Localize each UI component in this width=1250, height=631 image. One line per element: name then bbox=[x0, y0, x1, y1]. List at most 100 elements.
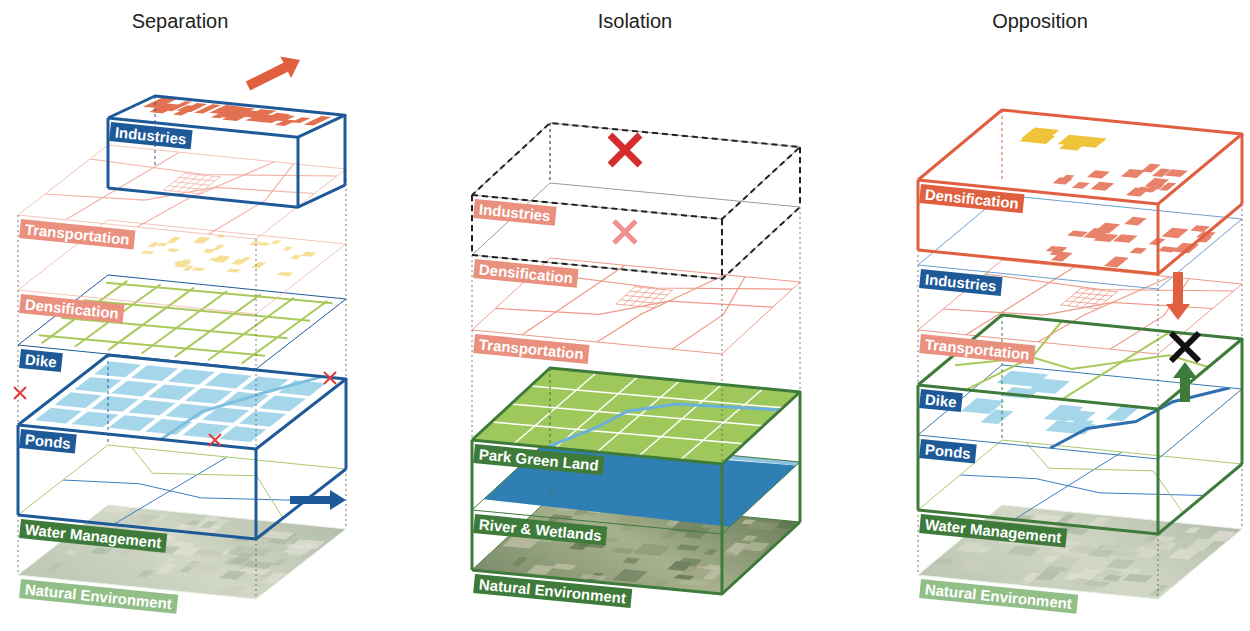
layer-name: Ponds bbox=[24, 430, 71, 452]
photo-patch bbox=[661, 531, 679, 539]
road-line bbox=[635, 287, 672, 291]
photo-patch bbox=[1063, 573, 1082, 580]
photo-patch bbox=[741, 535, 758, 541]
photo-patch bbox=[527, 565, 555, 575]
layer-name: Dike bbox=[924, 390, 957, 410]
box-edge bbox=[1157, 204, 1160, 274]
building-block bbox=[301, 252, 317, 257]
building-block bbox=[1072, 182, 1090, 189]
photo-patch bbox=[676, 544, 701, 551]
pond-cell bbox=[55, 392, 102, 408]
layer-name: Densification bbox=[24, 295, 119, 321]
cross-mark bbox=[614, 221, 636, 243]
building-block bbox=[1090, 182, 1114, 191]
photo-patch bbox=[1102, 575, 1123, 582]
block-arrow bbox=[246, 56, 300, 90]
column-heading: Separation bbox=[132, 10, 229, 33]
layer-content bbox=[930, 316, 1242, 409]
layer-tag: Industries bbox=[473, 199, 556, 226]
box-edge bbox=[918, 315, 1242, 409]
photo-patch bbox=[932, 558, 954, 565]
box-edge bbox=[1002, 110, 1003, 180]
factory-block bbox=[1104, 256, 1129, 267]
photo-patch bbox=[1146, 541, 1163, 547]
road-line bbox=[1071, 297, 1107, 301]
pond-cell bbox=[72, 411, 119, 427]
box-edge bbox=[1002, 315, 1003, 440]
pond-cell bbox=[111, 381, 158, 397]
box-edge bbox=[1241, 134, 1244, 204]
photo-patch bbox=[136, 514, 160, 520]
pond-cell bbox=[1053, 409, 1096, 422]
layer-tag: Ponds bbox=[19, 429, 76, 454]
leader-line bbox=[256, 239, 257, 599]
photo-patch bbox=[1084, 580, 1110, 587]
photo-patch bbox=[676, 558, 702, 567]
road-line bbox=[630, 291, 668, 295]
photo-patch bbox=[226, 546, 249, 556]
layer-outline bbox=[18, 275, 346, 369]
photo-patch bbox=[747, 521, 780, 530]
dike-line bbox=[106, 281, 332, 306]
water-line bbox=[967, 442, 1242, 513]
dike-line bbox=[39, 333, 265, 358]
photo-patch bbox=[64, 550, 78, 555]
building-block bbox=[1087, 170, 1110, 178]
group-box bbox=[472, 368, 800, 594]
layer-content bbox=[125, 229, 329, 280]
photo-patch bbox=[127, 550, 147, 557]
photo-patch bbox=[1067, 545, 1099, 554]
road-line bbox=[174, 182, 210, 186]
column-heading: Isolation bbox=[598, 10, 673, 33]
water-line bbox=[69, 447, 346, 518]
leader-line bbox=[918, 180, 919, 575]
photo-patch bbox=[613, 569, 648, 582]
building-block bbox=[226, 268, 241, 272]
water-line bbox=[113, 455, 227, 527]
layer-name: Dike bbox=[24, 350, 57, 370]
group-boxes bbox=[18, 96, 1242, 594]
building-block bbox=[282, 247, 292, 251]
canal-line bbox=[161, 369, 322, 446]
park-grid bbox=[492, 420, 744, 446]
building-block bbox=[148, 242, 160, 247]
road-line bbox=[1066, 301, 1102, 305]
layer-name: Industries bbox=[114, 123, 187, 147]
layer-tag: Dike bbox=[919, 389, 962, 412]
road-line bbox=[179, 177, 215, 181]
group-box bbox=[472, 123, 800, 279]
park-grid bbox=[639, 384, 722, 456]
block-arrow bbox=[1166, 272, 1190, 320]
water-line bbox=[956, 472, 1204, 503]
layer-content bbox=[30, 279, 335, 365]
road-line bbox=[168, 186, 204, 190]
factory-block bbox=[180, 103, 207, 112]
factory-block bbox=[222, 110, 257, 121]
photo-patch bbox=[566, 558, 585, 564]
group-box bbox=[918, 110, 1242, 274]
photo-patch bbox=[743, 542, 770, 552]
photo-patch bbox=[218, 585, 246, 594]
water-line bbox=[59, 477, 306, 508]
photo-patch bbox=[45, 563, 62, 571]
road-line bbox=[616, 304, 654, 308]
photo-patch bbox=[604, 537, 619, 542]
box-edge bbox=[550, 123, 551, 183]
dike-line bbox=[1062, 329, 1170, 401]
photo-patch bbox=[1149, 585, 1169, 596]
leader-line bbox=[1242, 134, 1243, 529]
building-block bbox=[167, 237, 181, 244]
pond-cell bbox=[996, 371, 1048, 387]
building-block bbox=[282, 272, 294, 276]
layer-content bbox=[930, 316, 1242, 409]
box-edge bbox=[918, 204, 1242, 274]
photo-patch bbox=[200, 521, 218, 529]
photo-patch bbox=[679, 580, 708, 586]
layer-tag: Ponds bbox=[919, 439, 976, 463]
box-edge bbox=[721, 219, 723, 279]
building-block bbox=[249, 241, 260, 246]
road-line bbox=[621, 300, 659, 304]
building-block bbox=[1126, 187, 1150, 196]
factory-block bbox=[1190, 225, 1210, 232]
